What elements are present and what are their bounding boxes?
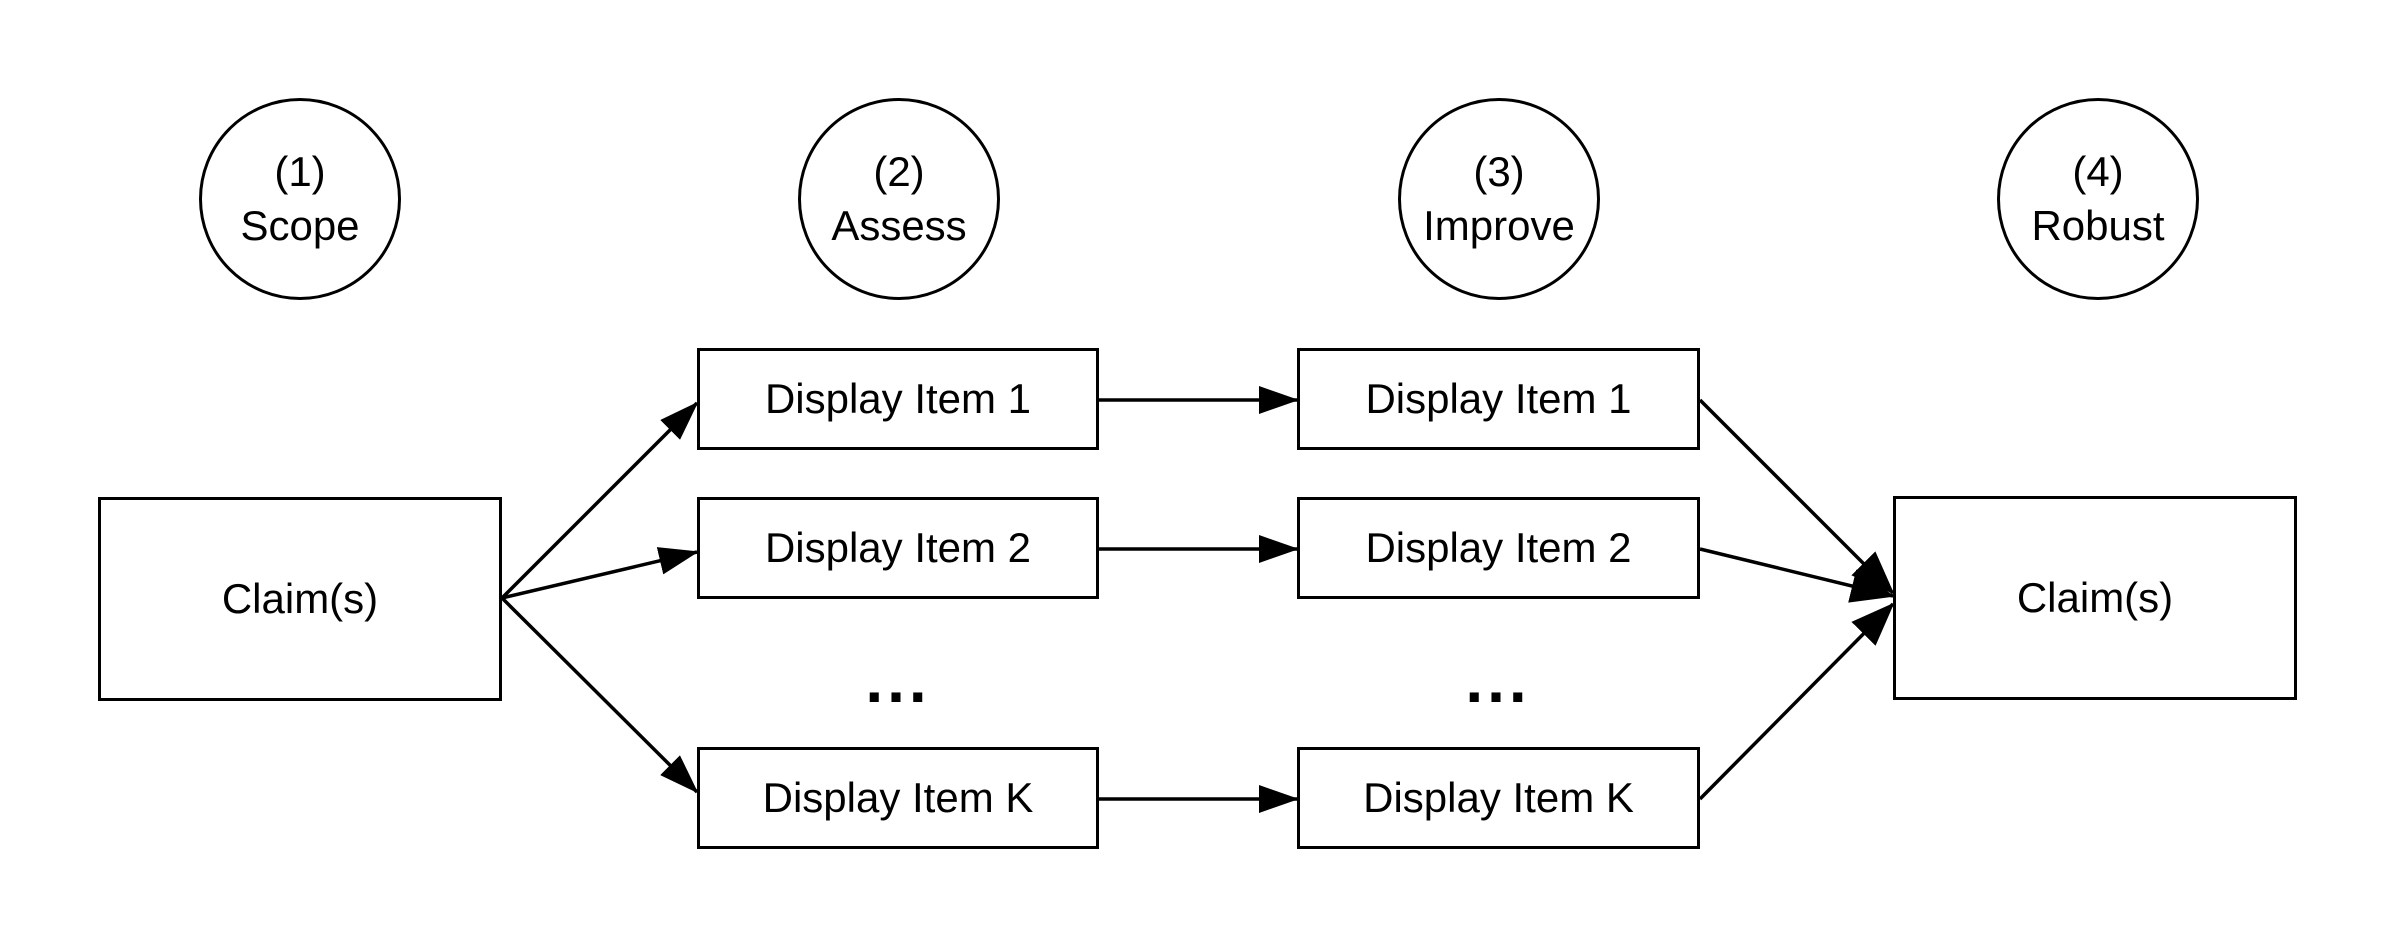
- arrow-claim-to-assess-2: [501, 547, 699, 600]
- improve-ellipsis: ...: [1465, 644, 1531, 716]
- stage-number: (1): [274, 148, 326, 195]
- stage-number: (4): [2072, 148, 2124, 195]
- claim-box-input: Claim(s): [98, 497, 502, 701]
- stage-number: (2): [873, 148, 925, 195]
- stage-label: Robust: [2031, 202, 2165, 249]
- assess-display-item-2: Display Item 2: [697, 497, 1099, 599]
- stage-circle-scope: (1) Scope: [199, 98, 401, 300]
- arrow-claim-to-assess-k: [500, 596, 699, 794]
- improve-display-item-2: Display Item 2: [1297, 497, 1700, 599]
- arrow-improve-1-to-claim: [1698, 398, 1895, 595]
- claim-label: Claim(s): [221, 575, 379, 622]
- display-item-label: Display Item 1: [1365, 375, 1632, 422]
- assess-ellipsis: ...: [865, 644, 931, 716]
- arrow-improve-2-to-claim: [1699, 547, 1895, 603]
- stage-label: Assess: [831, 202, 967, 249]
- stage-number: (3): [1473, 148, 1525, 195]
- arrow-improve-k-to-claim: [1698, 602, 1895, 801]
- stage-label: Improve: [1423, 202, 1575, 249]
- claim-label: Claim(s): [2016, 574, 2174, 621]
- display-item-label: Display Item 2: [764, 524, 1032, 571]
- display-item-label: Display Item 2: [1365, 524, 1632, 571]
- stage-circle-robust: (4) Robust: [1997, 98, 2199, 300]
- arrow-claim-to-assess-1: [500, 401, 699, 600]
- display-item-label: Display Item K: [762, 774, 1034, 821]
- improve-display-item-k: Display Item K: [1297, 747, 1700, 849]
- stage-label: Scope: [240, 202, 360, 249]
- assess-display-item-k: Display Item K: [697, 747, 1099, 849]
- stage-circle-improve: (3) Improve: [1398, 98, 1600, 300]
- display-item-label: Display Item 1: [764, 375, 1032, 422]
- stage-circle-assess: (2) Assess: [798, 98, 1000, 300]
- assess-display-item-1: Display Item 1: [697, 348, 1099, 450]
- improve-display-item-1: Display Item 1: [1297, 348, 1700, 450]
- display-item-label: Display Item K: [1363, 774, 1634, 821]
- claim-box-robust: Claim(s): [1893, 496, 2297, 700]
